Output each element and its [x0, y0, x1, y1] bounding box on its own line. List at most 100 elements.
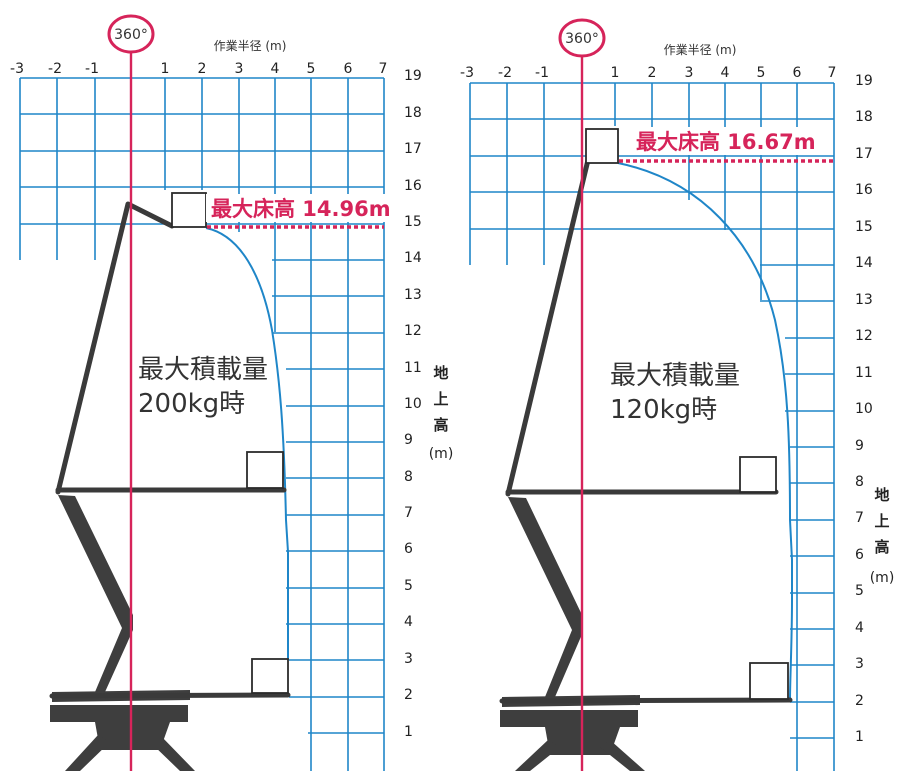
- lower-boom-left: [58, 495, 133, 692]
- rotation-badge-right: 360°: [558, 18, 606, 58]
- y-tick-label: 16: [855, 182, 873, 198]
- rotation-badge-left: 360°: [107, 14, 155, 54]
- x-tick-label: -2: [48, 61, 62, 77]
- y-tick-label: 11: [855, 365, 873, 381]
- y-tick-label: 2: [855, 693, 864, 709]
- y-tick-label: 13: [404, 287, 422, 303]
- y-tick-label: 18: [404, 105, 422, 121]
- y-axis-title-char: 上: [433, 390, 448, 408]
- x-tick-label: 3: [235, 61, 244, 77]
- lower-boom-right: [508, 497, 583, 697]
- y-tick-label: 1: [404, 724, 413, 740]
- y-tick-label: 11: [404, 360, 422, 376]
- vehicle-base-left: [50, 690, 195, 771]
- y-tick-label: 4: [404, 614, 413, 630]
- y-axis-title-char: 地: [874, 486, 889, 504]
- vehicle-base-right: [500, 695, 645, 771]
- y-tick-label: 15: [855, 219, 873, 235]
- y-tick-label: 15: [404, 214, 422, 230]
- y-tick-labels-right: 19 18 17 16 15 14 13 12 11 10 9 8 7 6 5 …: [855, 73, 873, 745]
- x-tick-label: -1: [85, 61, 99, 77]
- y-tick-label: 17: [404, 141, 422, 157]
- y-tick-label: 18: [855, 109, 873, 125]
- max-floor-label-left: 最大床高 14.96m: [211, 197, 391, 221]
- y-tick-label: 19: [404, 68, 422, 84]
- base-arm-right: [499, 697, 793, 704]
- x-tick-label: 4: [271, 61, 280, 77]
- x-tick-label: -1: [535, 65, 549, 81]
- working-range-panel-left: -3 -2 -1 1 2 3 4 5 6 7 作業半径 (m) 19 18 17…: [10, 14, 454, 771]
- x-axis-title: 作業半径 (m): [664, 43, 737, 57]
- y-axis-unit: (m): [870, 570, 895, 586]
- max-floor-label-right: 最大床高 16.67m: [636, 130, 816, 154]
- y-axis-title-char: 地: [433, 364, 448, 382]
- y-axis-title-char: 高: [433, 416, 448, 434]
- y-tick-label: 13: [855, 292, 873, 308]
- working-envelope-left: [205, 227, 290, 660]
- max-load-line2-right: 120kg時: [610, 395, 717, 425]
- x-tick-label: 2: [198, 61, 207, 77]
- max-floor-label-bg: [630, 127, 832, 155]
- y-tick-label: 8: [855, 474, 864, 490]
- upper-boom-left: [55, 201, 175, 495]
- x-tick-label: -3: [10, 61, 24, 77]
- y-tick-label: 9: [855, 438, 864, 454]
- max-floor-label-bg: [206, 194, 404, 222]
- y-tick-label: 4: [855, 620, 864, 636]
- y-tick-label: 9: [404, 432, 413, 448]
- y-tick-label: 6: [855, 547, 864, 563]
- y-tick-label: 5: [855, 583, 864, 599]
- y-tick-label: 7: [404, 505, 413, 521]
- y-axis-title-char: 上: [874, 512, 889, 530]
- y-tick-label: 14: [404, 250, 422, 266]
- basket-mid-right: [739, 456, 777, 493]
- y-tick-label: 10: [404, 396, 422, 412]
- y-tick-label: 12: [404, 323, 422, 339]
- y-tick-label: 3: [404, 651, 413, 667]
- max-load-line1-right: 最大積載量: [610, 361, 740, 391]
- x-tick-label: -3: [460, 65, 474, 81]
- y-tick-label: 17: [855, 146, 873, 162]
- y-tick-label: 16: [404, 178, 422, 194]
- rotation-badge-label: 360°: [114, 27, 148, 43]
- y-axis-title-left: 地 上 高 (m): [429, 364, 454, 462]
- y-tick-label: 14: [855, 255, 873, 271]
- y-tick-label: 19: [855, 73, 873, 89]
- x-tick-label: 6: [344, 61, 353, 77]
- y-tick-label: 6: [404, 541, 413, 557]
- y-tick-label: 7: [855, 510, 864, 526]
- x-tick-label: 5: [307, 61, 316, 77]
- y-tick-label: 1: [855, 729, 864, 745]
- y-tick-label: 12: [855, 328, 873, 344]
- working-range-panel-right: -3 -2 -1 1 2 3 4 5 6 7 作業半径 (m) 19 18 17…: [460, 18, 895, 771]
- upper-boom-right: [505, 157, 591, 497]
- y-tick-label: 2: [404, 687, 413, 703]
- working-envelope-right: [617, 162, 793, 701]
- x-tick-labels-right: -3 -2 -1 1 2 3 4 5 6 7: [460, 65, 836, 81]
- x-tick-label: 2: [648, 65, 657, 81]
- x-tick-label: 6: [793, 65, 802, 81]
- max-load-line1-left: 最大積載量: [138, 355, 268, 385]
- x-axis-title: 作業半径 (m): [214, 39, 287, 53]
- basket-max-left: [171, 192, 207, 228]
- y-tick-label: 5: [404, 578, 413, 594]
- x-tick-label: 7: [379, 61, 388, 77]
- basket-mid-left: [246, 451, 284, 489]
- x-tick-label: 1: [611, 65, 620, 81]
- x-tick-label: 4: [721, 65, 730, 81]
- rotation-badge-label: 360°: [565, 31, 599, 47]
- y-tick-label: 8: [404, 469, 413, 485]
- y-tick-label: 10: [855, 401, 873, 417]
- y-axis-unit: (m): [429, 446, 454, 462]
- x-tick-label: 1: [161, 61, 170, 77]
- x-tick-label: 7: [828, 65, 837, 81]
- y-axis-title-right: 地 上 高 (m): [870, 486, 895, 586]
- base-arm-left: [49, 692, 291, 699]
- basket-low-right: [749, 662, 789, 700]
- y-axis-title-char: 高: [874, 538, 889, 556]
- max-load-line2-left: 200kg時: [138, 389, 245, 419]
- x-tick-labels-left: -3 -2 -1 1 2 3 4 5 6 7: [10, 61, 387, 77]
- y-tick-labels-left: 19 18 17 16 15 14 13 12 11 10 9 8 7 6 5 …: [404, 68, 422, 740]
- x-tick-label: 5: [757, 65, 766, 81]
